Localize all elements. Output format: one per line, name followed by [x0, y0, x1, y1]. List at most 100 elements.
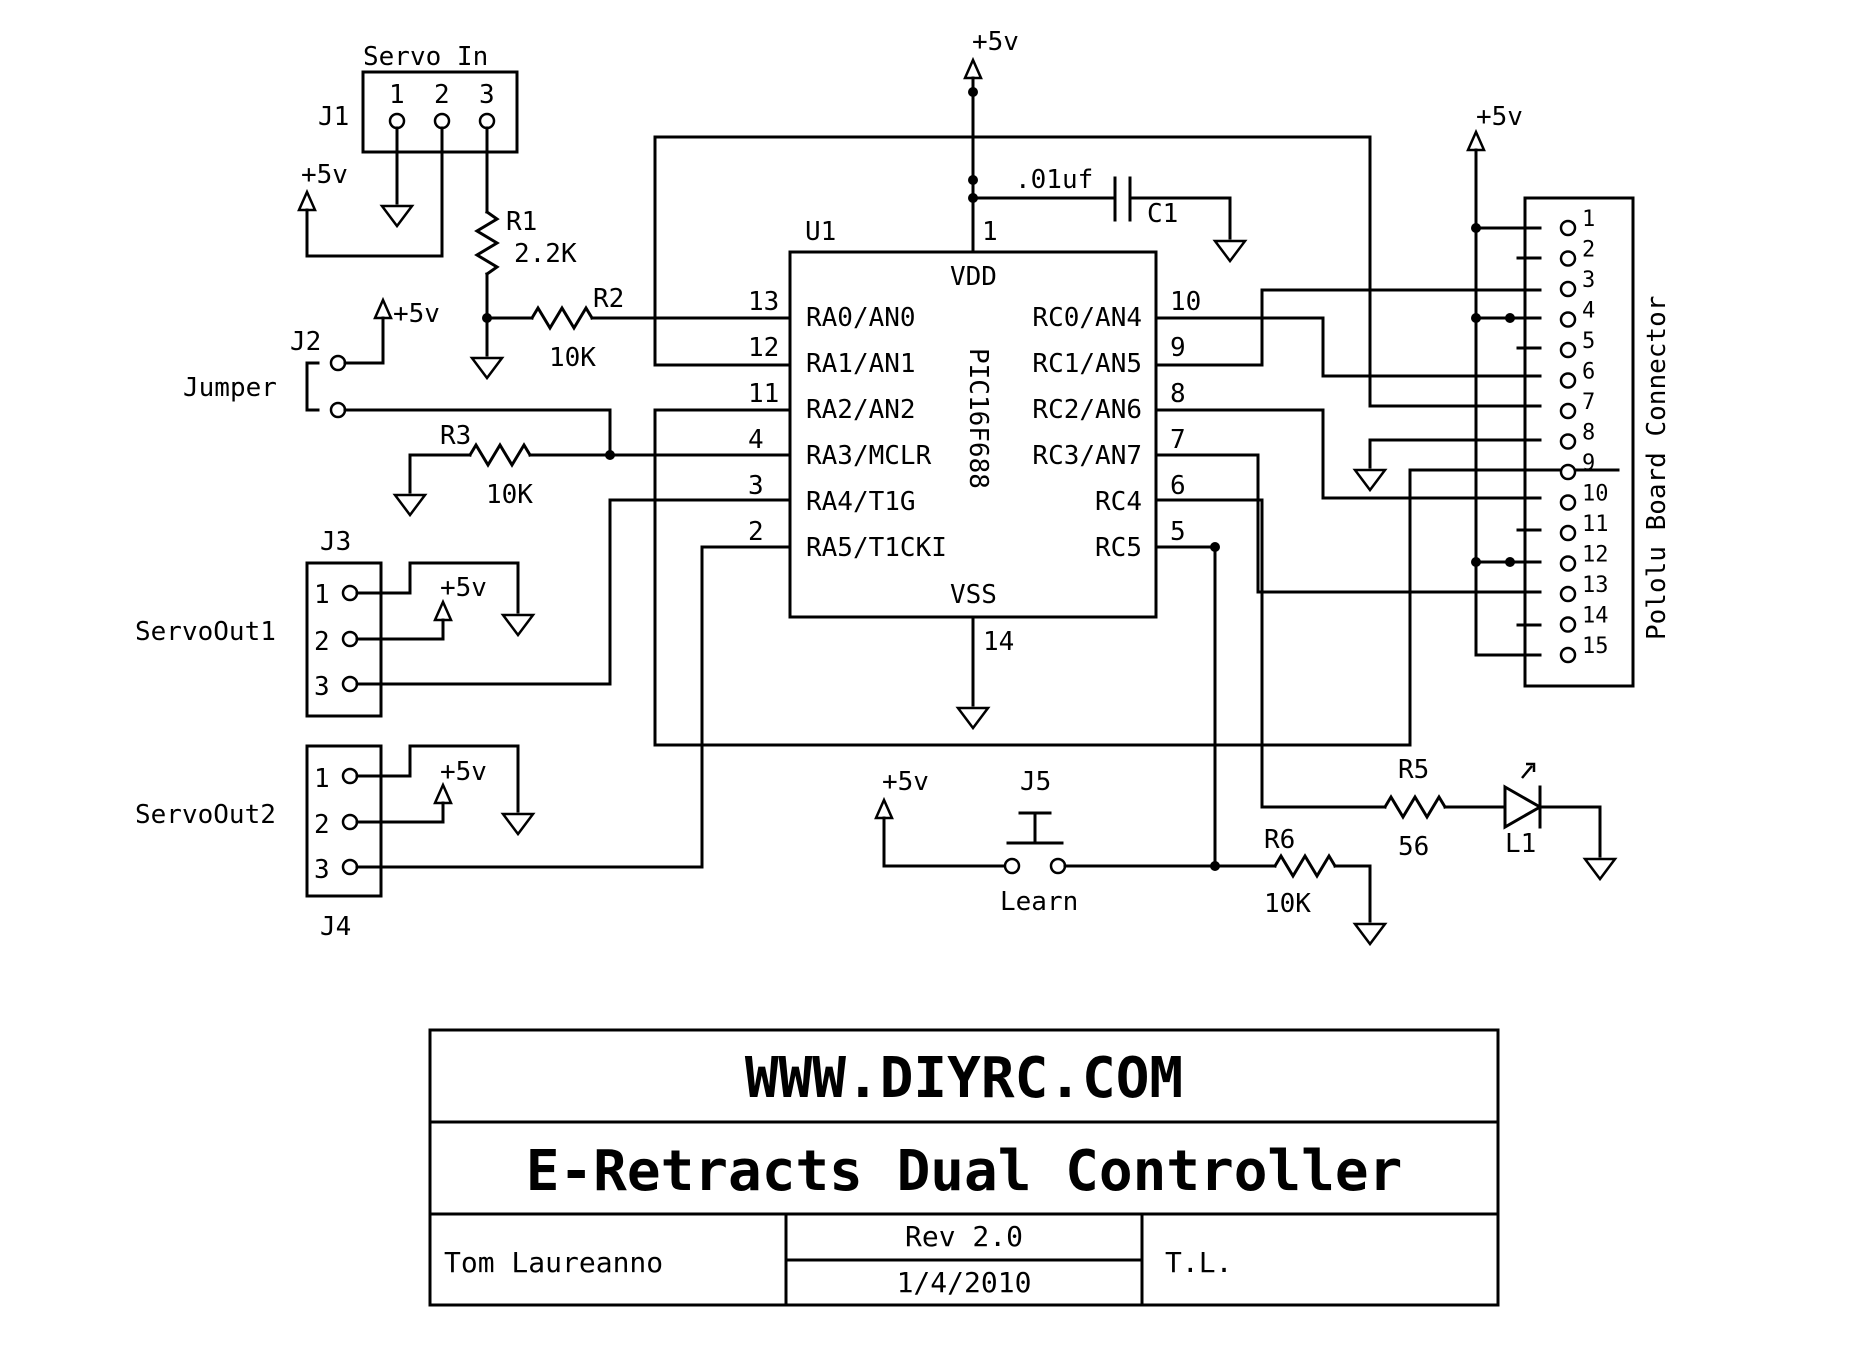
pololu-pin-number: 4 — [1582, 299, 1595, 324]
u1-left-pin-name: RA2/AN2 — [806, 395, 916, 425]
revision: Rev 2.0 — [905, 1220, 1023, 1253]
ground-symbol — [1582, 857, 1618, 882]
ground-symbol — [1352, 468, 1388, 493]
j4-pin-2-label: 2 — [314, 810, 330, 840]
u1-left-pin-number: 4 — [748, 425, 764, 455]
pololu-pin — [1559, 433, 1577, 450]
r5-resistor — [1382, 794, 1448, 820]
u1-right-pin-number: 8 — [1170, 379, 1186, 409]
j3-designator: J3 — [320, 527, 351, 557]
pololu-pin — [1559, 402, 1577, 420]
pin-1-number: 1 — [982, 217, 998, 247]
pololu-pin-number: 3 — [1582, 268, 1595, 293]
c1-designator: C1 — [1147, 199, 1178, 229]
u1-left-pin-name: RA1/AN1 — [806, 349, 916, 379]
j2-designator: J2 — [290, 327, 321, 357]
u1-left-pin-number: 12 — [748, 333, 779, 363]
pololu-pin-number: 6 — [1582, 360, 1595, 385]
learn-label: Learn — [1000, 887, 1078, 917]
r2-designator: R2 — [593, 284, 624, 314]
pololu-pin — [1559, 646, 1577, 664]
u1-left-pin-number: 11 — [748, 379, 779, 409]
ground-symbol — [392, 493, 428, 518]
j3-pin-2-label: 2 — [314, 627, 330, 657]
j1-servo-in-connector: Servo In J1 1 2 3 — [318, 42, 519, 154]
servo-out1-label: ServoOut1 — [135, 617, 276, 647]
pololu-pin-number: 9 — [1582, 451, 1595, 476]
u1-right-pins: RC0/AN410RC1/AN59RC2/AN68RC3/AN77RC46RC5… — [1032, 287, 1201, 563]
u1-right-pin-name: RC2/AN6 — [1032, 395, 1142, 425]
c1-value: .01uf — [1015, 165, 1093, 195]
ground-symbol — [1212, 239, 1248, 264]
pololu-pin-number: 5 — [1582, 329, 1595, 354]
pololu-pin-number: 11 — [1582, 512, 1609, 537]
pololu-pin-number: 12 — [1582, 543, 1609, 568]
pololu-pin-number: 10 — [1582, 482, 1609, 507]
pololu-pin-number: 13 — [1582, 573, 1609, 598]
plus5v-arrow — [433, 781, 453, 805]
pololu-pin — [1559, 311, 1577, 328]
plus5v-label-learn: +5v — [882, 767, 929, 797]
author-name: Tom Laureanno — [444, 1246, 663, 1279]
j3-pin-1-label: 1 — [314, 580, 330, 610]
u1-right-pin-name: RC0/AN4 — [1032, 303, 1142, 333]
j1-designator: J1 — [318, 102, 349, 132]
u1-right-pin-name: RC5 — [1095, 533, 1142, 563]
r5-value: 56 — [1398, 832, 1429, 862]
l1-designator: L1 — [1505, 829, 1536, 859]
u1-right-pin-number: 5 — [1170, 517, 1186, 547]
pololu-pin — [1559, 250, 1577, 267]
r3-designator: R3 — [440, 421, 471, 451]
website-text: WWW.DIYRC.COM — [745, 1046, 1183, 1111]
u1-pic16f688: U1 VDD VSS PIC16F688 1 14 RA0/AN013RA1/A… — [748, 217, 1201, 657]
u1-left-pin-name: RA5/T1CKI — [806, 533, 947, 563]
ground-symbol — [1352, 922, 1388, 947]
plus5v-label-pololu: +5v — [1476, 102, 1523, 132]
r1-designator: R1 — [506, 207, 537, 237]
pololu-pin-number: 15 — [1582, 634, 1609, 659]
j1-pin-3-label: 3 — [479, 80, 495, 110]
u1-left-pin-name: RA4/T1G — [806, 487, 916, 517]
pololu-pin-number: 1 — [1582, 207, 1595, 232]
j4-designator: J4 — [320, 912, 351, 942]
drawn-by-initials: T.L. — [1165, 1246, 1232, 1279]
u1-left-pin-name: RA0/AN0 — [806, 303, 916, 333]
r2-value: 10K — [549, 343, 596, 373]
pololu-pin — [1559, 280, 1577, 298]
pololu-pin — [1559, 555, 1577, 572]
led-emission-arrow — [1521, 762, 1536, 779]
j1-pin-2-label: 2 — [434, 80, 450, 110]
ground-symbol — [955, 706, 991, 731]
u1-left-pin-number: 3 — [748, 471, 764, 501]
servo-out2-label: ServoOut2 — [135, 800, 276, 830]
pololu-pin-number: 7 — [1582, 390, 1595, 415]
u1-right-pin-number: 6 — [1170, 471, 1186, 501]
u1-left-pin-number: 13 — [748, 287, 779, 317]
ground-symbol — [500, 613, 536, 638]
u1-right-pin-number: 10 — [1170, 287, 1201, 317]
plus5v-label-j1: +5v — [301, 160, 348, 190]
u1-right-pin-number: 7 — [1170, 425, 1186, 455]
plus5v-arrow — [373, 296, 393, 320]
drawing-title: E-Retracts Dual Controller — [526, 1139, 1403, 1204]
plus5v-arrow — [963, 56, 983, 80]
j5-designator: J5 — [1020, 767, 1051, 797]
plus5v-arrow — [874, 796, 894, 820]
u1-left-pin-name: RA3/MCLR — [806, 441, 932, 471]
plus5v-label-j4: +5v — [440, 757, 487, 787]
plus5v-label-j2: +5v — [393, 299, 440, 329]
r5-designator: R5 — [1398, 755, 1429, 785]
vss-label: VSS — [950, 580, 997, 610]
pololu-pin — [1559, 341, 1577, 359]
pololu-pin — [1559, 219, 1577, 237]
c1-capacitor — [1113, 176, 1132, 222]
pololu-pin-number: 14 — [1582, 604, 1609, 629]
j3-pin-3-label: 3 — [314, 672, 330, 702]
jumper-label: Jumper — [183, 373, 277, 403]
drawing-date: 1/4/2010 — [897, 1266, 1032, 1299]
r6-designator: R6 — [1264, 825, 1295, 855]
vdd-label: VDD — [950, 262, 997, 292]
ground-symbol — [500, 812, 536, 837]
